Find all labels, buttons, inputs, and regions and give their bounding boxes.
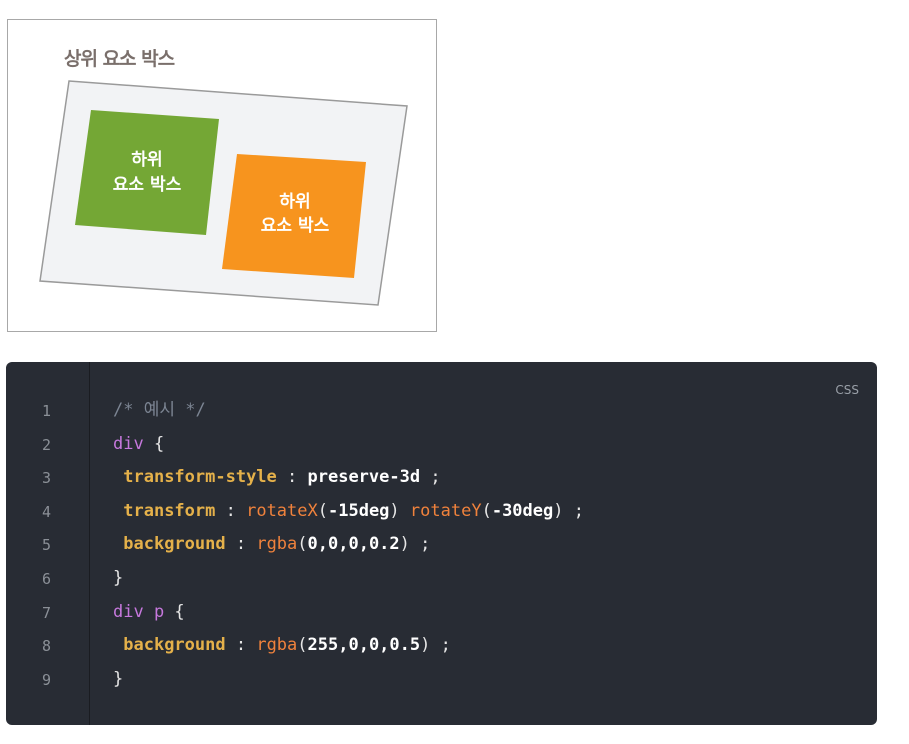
code-function: rgba [256,635,298,655]
line-number: 3 [42,469,52,487]
code-line-3: transform-style : preserve-3d ; [113,466,441,488]
line-number: 8 [42,637,52,655]
code-brace: { [164,602,185,622]
line-number: 6 [42,570,52,588]
code-paren: ( [297,635,308,655]
line-number: 4 [42,503,52,521]
parent-box-label: 상위 요소 박스 [64,48,175,70]
code-semicolon: ; [409,534,431,554]
code-function: rotateY [409,501,482,521]
code-property: background [123,635,226,655]
code-line-2: div { [113,433,164,455]
code-comment: /* 예시 */ [113,400,206,420]
code-colon: : [215,501,247,521]
code-colon: : [225,635,257,655]
illustration-figure: 하위 요소 박스 하위 요소 박스 상위 요소 박스 [7,19,437,332]
code-value: 0,0,0,0.2 [307,534,400,554]
code-colon: : [276,467,308,487]
code-line-8: background : rgba(255,0,0,0.5) ; [113,634,451,656]
line-number: 7 [42,604,52,622]
code-paren: ) [420,635,431,655]
child-green-label-line2: 요소 박스 [113,175,182,195]
code-line-5: background : rgba(0,0,0,0.2) ; [113,533,430,555]
code-function: rotateX [246,501,318,521]
child-box-green [75,110,219,235]
code-line-4: transform : rotateX(-15deg) rotateY(-30d… [113,500,584,522]
code-semicolon: ; [430,635,451,655]
line-number-gutter: 1 2 3 4 5 6 7 8 9 [6,362,90,725]
child-orange-label-line1: 하위 [279,192,310,212]
code-line-1: /* 예시 */ [113,399,206,421]
code-property: transform [123,501,216,521]
transform-diagram: 하위 요소 박스 하위 요소 박스 [39,80,408,306]
code-value: preserve-3d [307,467,421,487]
code-selector: div p [113,602,165,622]
code-function: rgba [256,534,298,554]
code-line-7: div p { [113,601,185,623]
code-paren: ( [481,501,492,521]
code-paren: ) [389,501,400,521]
code-brace: { [143,434,165,454]
code-brace: } [113,669,124,689]
code-value: 255,0,0,0.5 [307,635,421,655]
code-value: -15deg [328,501,390,521]
code-line-6: } [113,567,123,589]
code-brace: } [113,568,124,588]
line-number: 2 [42,436,52,454]
code-selector: div [113,434,144,454]
code-paren: ( [317,501,328,521]
code-property: background [123,534,226,554]
line-number: 9 [42,671,52,689]
code-space [400,501,410,521]
code-line-9: } [113,668,123,690]
language-badge: CSS [835,383,859,397]
code-block: 1 2 3 4 5 6 7 8 9 CSS /* 예시 */ div { tra… [6,362,877,725]
code-semicolon: ; [563,501,584,521]
code-paren: ( [297,534,308,554]
child-orange-label-line2: 요소 박스 [261,216,330,236]
line-number: 1 [42,402,52,420]
code-paren: ) [399,534,410,554]
line-number: 5 [42,536,52,554]
code-colon: : [225,534,257,554]
code-value: -30deg [491,501,554,521]
child-green-label-line1: 하위 [131,150,162,170]
code-paren: ) [553,501,564,521]
code-property: transform-style [123,467,277,487]
child-box-orange [222,154,366,278]
code-semicolon: ; [420,467,441,487]
